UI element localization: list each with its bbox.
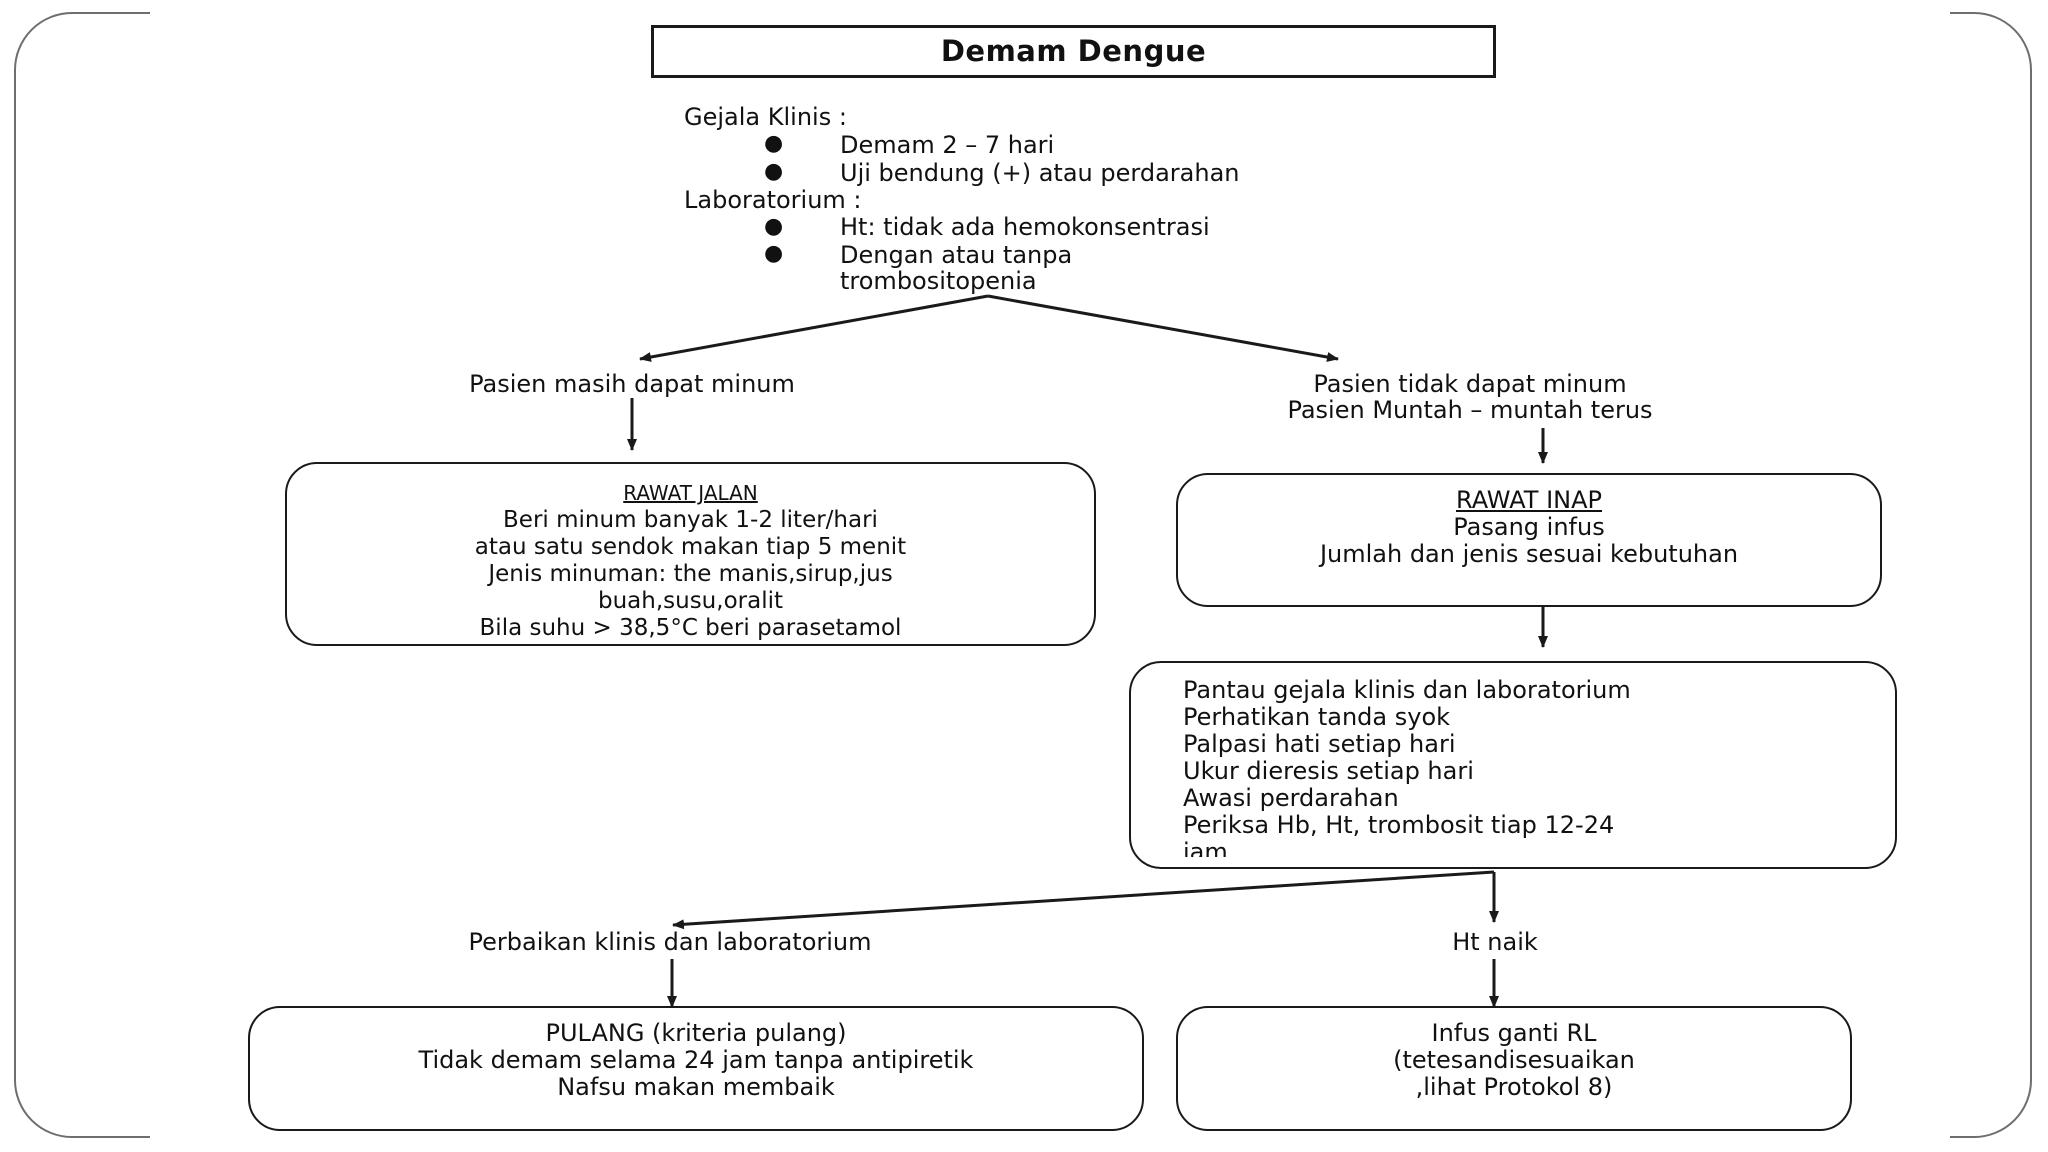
infus-box: Infus ganti RL (tetesandisesuaikan ,liha… xyxy=(1176,1006,1852,1131)
rawat-inap-box: RAWAT INAP Pasang infus Jumlah dan jenis… xyxy=(1176,473,1882,607)
outcome-right-label: Ht naik xyxy=(1452,928,1538,956)
rawat-jalan-title: RAWAT JALAN xyxy=(623,481,758,505)
lab-heading: Laboratorium : xyxy=(684,186,862,214)
rawat-jalan-line: buah,susu,oralit xyxy=(597,588,783,614)
right-branch-label-1: Pasien tidak dapat minum xyxy=(1313,370,1627,398)
clinical-heading: Gejala Klinis : xyxy=(684,103,847,131)
arrow-to-right-branch xyxy=(987,294,1339,362)
left-branch-label: Pasien masih dapat minum xyxy=(469,370,795,398)
monitoring-line: jam xyxy=(1183,838,1228,858)
infus-line: ,lihat Protokol 8) xyxy=(1415,1073,1613,1101)
rawat-jalan-box: RAWAT JALAN Beri minum banyak 1-2 liter/… xyxy=(285,462,1096,646)
clinical-item: Uji bendung (+) atau perdarahan xyxy=(840,159,1240,187)
clinical-item: Demam 2 – 7 hari xyxy=(840,131,1055,159)
rawat-jalan-line: Jenis minuman: the manis,sirup,jus xyxy=(488,561,893,587)
monitoring-box: Pantau gejala klinis dan laboratorium Pe… xyxy=(1129,661,1897,869)
rawat-jalan-line: Bila suhu > 38,5°C beri parasetamol xyxy=(479,615,902,641)
bullet-icon: ● xyxy=(764,131,784,156)
bullet-icon: ● xyxy=(764,159,784,184)
arrow-to-outcome-left xyxy=(672,870,1495,930)
rawat-jalan-line: atau satu sendok makan tiap 5 menit xyxy=(474,534,907,560)
frame-gap-top xyxy=(150,0,1950,16)
pulang-line: Tidak demam selama 24 jam tanpa antipire… xyxy=(418,1046,974,1074)
infus-line: (tetesandisesuaikan xyxy=(1393,1046,1635,1074)
infus-line: Infus ganti RL xyxy=(1431,1019,1597,1047)
outcome-left-label: Perbaikan klinis dan laboratorium xyxy=(468,928,872,956)
rawat-inap-line: Jumlah dan jenis sesuai kebutuhan xyxy=(1319,540,1739,568)
rawat-jalan-line: Beri minum banyak 1-2 liter/hari xyxy=(503,507,878,533)
monitoring-line: Awasi perdarahan xyxy=(1183,784,1399,812)
rawat-inap-line: Pasang infus xyxy=(1453,513,1605,541)
rawat-inap-title: RAWAT INAP xyxy=(1456,486,1602,514)
right-branch-label-2: Pasien Muntah – muntah terus xyxy=(1287,396,1653,424)
lab-item: Ht: tidak ada hemokonsentrasi xyxy=(840,213,1210,241)
pulang-line: PULANG (kriteria pulang) xyxy=(545,1019,847,1047)
pulang-line: Nafsu makan membaik xyxy=(557,1073,835,1101)
diagram-title: Demam Dengue xyxy=(651,25,1496,78)
monitoring-line: Periksa Hb, Ht, trombosit tiap 12-24 xyxy=(1183,811,1615,839)
bullet-icon: ● xyxy=(764,214,784,239)
lab-item: trombositopenia xyxy=(840,267,1037,295)
lab-item: Dengan atau tanpa xyxy=(840,241,1073,269)
bullet-icon: ● xyxy=(764,241,784,266)
pulang-box: PULANG (kriteria pulang) Tidak demam sel… xyxy=(248,1006,1144,1131)
monitoring-line: Perhatikan tanda syok xyxy=(1183,703,1451,731)
frame-gap-bottom xyxy=(150,1134,1950,1152)
monitoring-line: Ukur dieresis setiap hari xyxy=(1183,757,1474,785)
monitoring-line: Palpasi hati setiap hari xyxy=(1183,730,1456,758)
arrow-to-left-branch xyxy=(639,294,989,362)
monitoring-line: Pantau gejala klinis dan laboratorium xyxy=(1183,677,1631,704)
